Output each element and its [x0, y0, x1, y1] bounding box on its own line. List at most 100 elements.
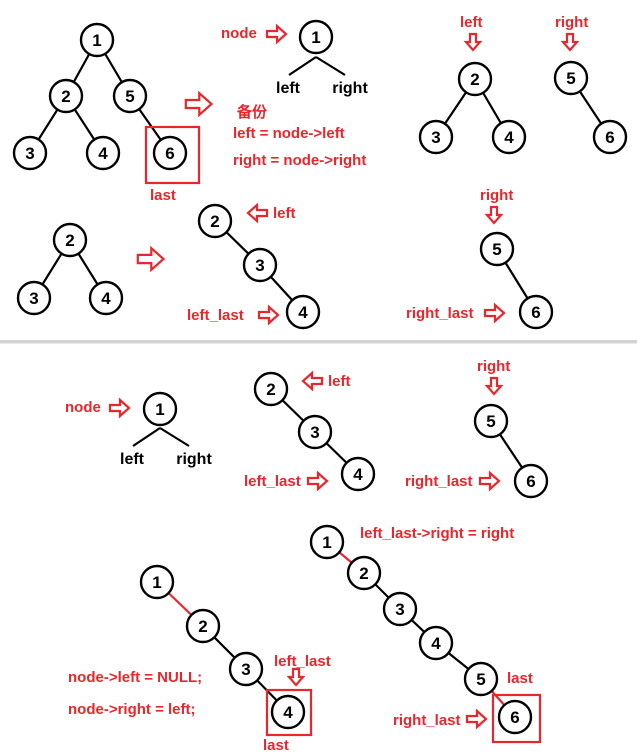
node-label: 1 — [92, 31, 101, 50]
panel-separator-shadow — [0, 343, 637, 344]
node-circle — [479, 231, 515, 267]
tree-node: 4 — [491, 119, 527, 155]
node-circle — [16, 280, 52, 316]
node-label: 6 — [510, 708, 519, 727]
node-label: 1 — [322, 533, 331, 552]
highlight-boxes-layer — [144, 125, 542, 744]
node-label: 3 — [29, 289, 38, 308]
annotation-backup: 备份 — [236, 103, 268, 121]
node-circle — [418, 625, 454, 661]
node-circle — [152, 135, 188, 171]
pointer-arrow-icon — [246, 202, 269, 224]
tree-node: 1 — [139, 564, 175, 600]
tree-node: 5 — [473, 403, 509, 439]
node-label: 1 — [155, 400, 164, 419]
fork-right-line — [315, 56, 346, 76]
node-circle — [340, 456, 376, 492]
node-label: 4 — [283, 703, 293, 722]
annotation-left-last-1: left_last — [187, 307, 244, 324]
node-circle — [309, 524, 345, 560]
node-label: 6 — [526, 472, 535, 491]
tree-node: 1 — [298, 19, 334, 55]
node-label: 5 — [125, 87, 134, 106]
fork-right-label: right — [176, 451, 212, 468]
node-circle — [473, 403, 509, 439]
node-circle — [457, 61, 493, 97]
fork-right-line — [159, 427, 190, 447]
tree-node: 4 — [270, 694, 306, 730]
annotation-last-1: last — [150, 187, 176, 204]
annotation-right-last-2: right_last — [405, 473, 473, 490]
tree-node: 3 — [382, 591, 418, 627]
node-circle — [48, 78, 84, 114]
node-circle — [242, 247, 278, 283]
tree-node: 5 — [553, 60, 589, 96]
branch-fork: left right — [120, 427, 212, 468]
tree-node: 5 — [463, 661, 499, 697]
pointer-arrow-icon — [265, 23, 288, 45]
node-circle — [298, 19, 334, 55]
annotation-link: left_last->right = right — [360, 525, 514, 542]
node-label: 5 — [476, 670, 485, 689]
node-label: 2 — [61, 87, 70, 106]
node-circle — [112, 78, 148, 114]
node-label: 4 — [431, 634, 441, 653]
tree-node: 3 — [16, 280, 52, 316]
node-circle — [52, 222, 88, 258]
node-label: 3 — [25, 144, 34, 163]
tree-node: 2 — [48, 78, 84, 114]
pointer-arrow-icon — [306, 470, 329, 492]
tree-node: 3 — [242, 247, 278, 283]
tree-node: 6 — [592, 119, 628, 155]
tree-node: 6 — [518, 294, 554, 330]
node-circle — [139, 564, 175, 600]
node-circle — [79, 22, 115, 58]
annotation-assign: node->right = left; — [68, 701, 196, 718]
tree-node: 6 — [152, 135, 188, 171]
highlight-box — [144, 125, 201, 185]
tree-node: 2 — [457, 61, 493, 97]
node-label: 2 — [266, 380, 275, 399]
node-label: 1 — [152, 573, 161, 592]
node-circle — [418, 119, 454, 155]
node-label: 3 — [431, 128, 440, 147]
fork-left-label: left — [120, 451, 145, 468]
annotation-null: node->left = NULL; — [68, 669, 202, 686]
node-label: 4 — [353, 465, 363, 484]
highlight-box — [491, 693, 542, 744]
annotation-left-last-3: left_last — [274, 653, 331, 670]
node-circle — [463, 661, 499, 697]
tree-node: 4 — [85, 135, 121, 171]
node-circle — [491, 119, 527, 155]
node-circle — [197, 203, 233, 239]
annotation-left-last-2: left_last — [244, 473, 301, 490]
annotation-right-3: right — [477, 358, 510, 375]
pointer-arrow-icon — [136, 245, 166, 273]
tree-node: 3 — [12, 135, 48, 171]
tree-node: 2 — [346, 555, 382, 591]
annotation-right-2: right — [480, 187, 513, 204]
node-label: 4 — [504, 128, 514, 147]
fork-left-label: left — [276, 80, 301, 97]
pointer-arrow-icon — [286, 667, 306, 687]
pointer-arrow-icon — [301, 370, 324, 392]
tree-node: 5 — [479, 231, 515, 267]
node-label: 3 — [310, 423, 319, 442]
tree-node: 6 — [497, 699, 533, 735]
tree-node: 4 — [418, 625, 454, 661]
tree-node: 5 — [112, 78, 148, 114]
arrows-layer — [108, 23, 580, 730]
node-circle — [592, 119, 628, 155]
node-circle — [513, 463, 549, 499]
pointer-arrow-icon — [483, 302, 506, 324]
node-label: 5 — [492, 240, 501, 259]
node-circle — [270, 694, 306, 730]
node-circle — [88, 280, 124, 316]
annotation-last-3: last — [263, 737, 289, 753]
annotation-node-2: node — [65, 399, 101, 416]
tree-node: 1 — [309, 524, 345, 560]
